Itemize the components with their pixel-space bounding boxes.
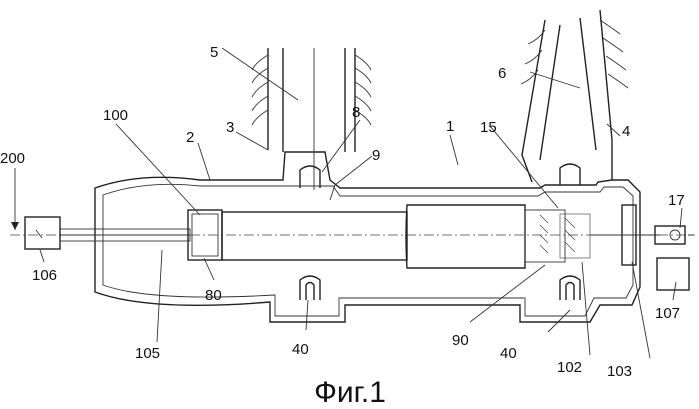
label-102: 102 [557,359,582,376]
label-1: 1 [446,118,454,135]
support-40-left [300,276,320,300]
label-200: 200 [0,150,25,167]
label-2: 2 [186,129,194,146]
label-105: 105 [135,345,160,362]
box-106 [25,217,60,249]
label-100: 100 [103,107,128,124]
housing-outline-inner [103,184,633,316]
label-3: 3 [226,119,234,136]
figure-caption: Фиг.1 [314,376,386,409]
contact-102 [560,214,590,258]
label-106: 106 [32,267,57,284]
label-107: 107 [655,305,680,322]
contact-hatch [540,215,575,253]
label-90: 90 [452,332,469,349]
insulator-6-body [522,10,612,182]
box-107 [657,258,689,290]
insulator-5-body [268,48,355,152]
label-15: 15 [480,119,497,136]
label-17: 17 [668,192,685,209]
interrupter-90 [406,205,525,268]
label-40-left: 40 [292,341,309,358]
arrow-200 [11,222,19,230]
contact-region [525,210,565,262]
label-6: 6 [498,65,506,82]
label-103: 103 [607,363,632,380]
label-5: 5 [210,44,218,61]
label-9: 9 [372,147,380,164]
support-40-right [560,276,580,300]
label-40-right: 40 [500,345,517,362]
rod-100 [222,212,407,260]
label-8: 8 [352,104,360,121]
insulator-6-fins [521,20,628,88]
label-80: 80 [205,287,222,304]
support-top-right [560,164,580,185]
support-top-left [300,166,320,188]
label-4: 4 [622,123,630,140]
